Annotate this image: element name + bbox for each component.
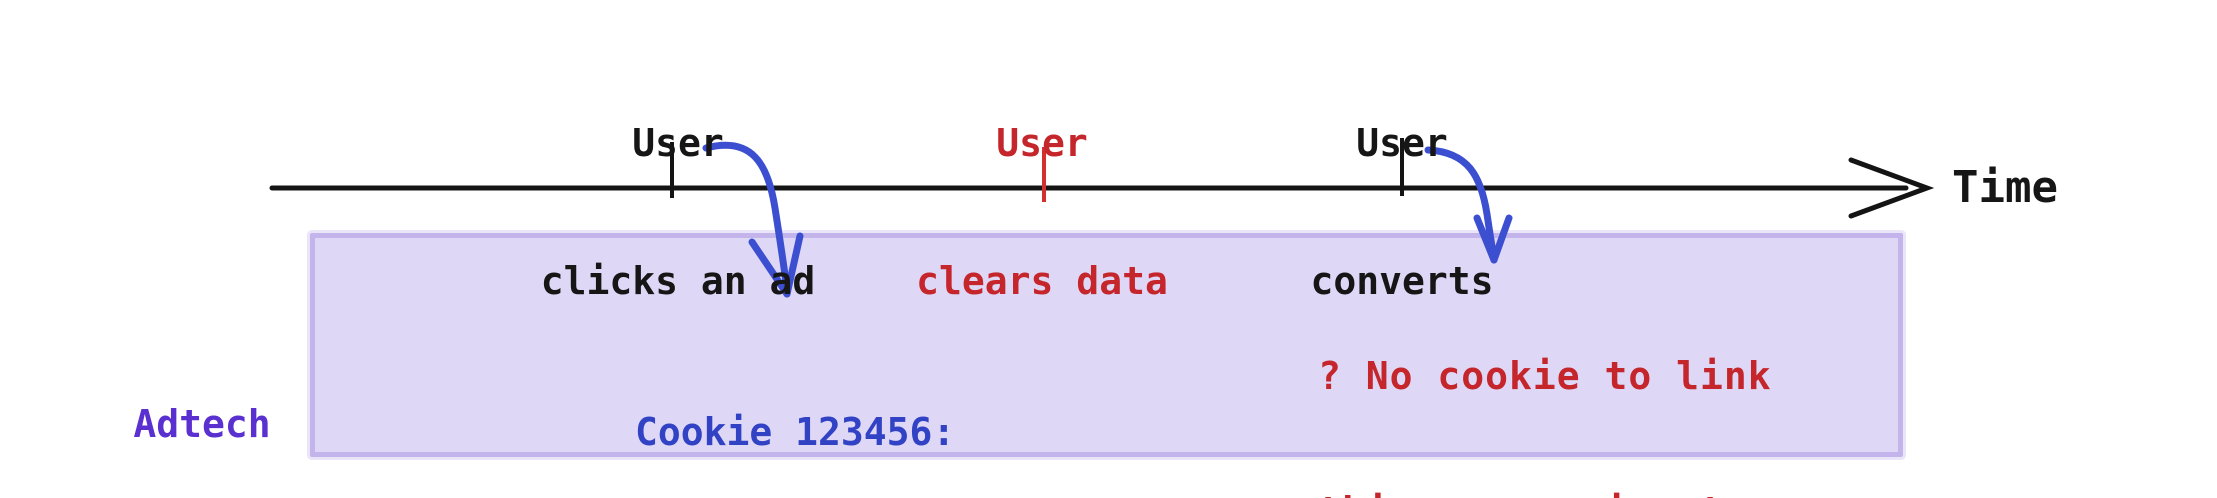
conversion-note-line: ? No cookie to link bbox=[1318, 354, 1772, 398]
convert-to-note-arrow-icon bbox=[1424, 146, 1513, 264]
cookie-note-line: Cookie 123456: bbox=[635, 410, 956, 454]
event-label-line: User bbox=[632, 121, 724, 165]
time-axis-label: Time bbox=[1952, 162, 2058, 213]
conversion-note-line: this conversion to bbox=[1318, 489, 1772, 498]
event-label-convert: User converts bbox=[1310, 28, 1493, 396]
event-label-ad-click: User clicks an ad bbox=[541, 28, 816, 396]
adtech-server-box bbox=[310, 233, 1903, 457]
event-label-line: converts bbox=[1310, 259, 1494, 303]
adtech-server-label: Adtech server bbox=[133, 294, 270, 498]
conversion-note: ? No cookie to link this conversion to ⇒… bbox=[1318, 264, 1772, 498]
event-label-line: clicks an ad bbox=[540, 259, 816, 303]
event-label-line: User bbox=[1356, 121, 1448, 165]
click-to-cookie-arrow-icon bbox=[702, 141, 804, 298]
timeline-arrowhead-icon bbox=[1848, 157, 1935, 219]
adtech-server-label-line: Adtech bbox=[133, 402, 271, 446]
event-label-clear-data: User clears data bbox=[916, 28, 1168, 396]
event-label-line: User bbox=[996, 121, 1088, 165]
cookie-note: Cookie 123456: Ad clicked bbox=[635, 312, 955, 498]
event-label-line: clears data bbox=[916, 259, 1168, 303]
